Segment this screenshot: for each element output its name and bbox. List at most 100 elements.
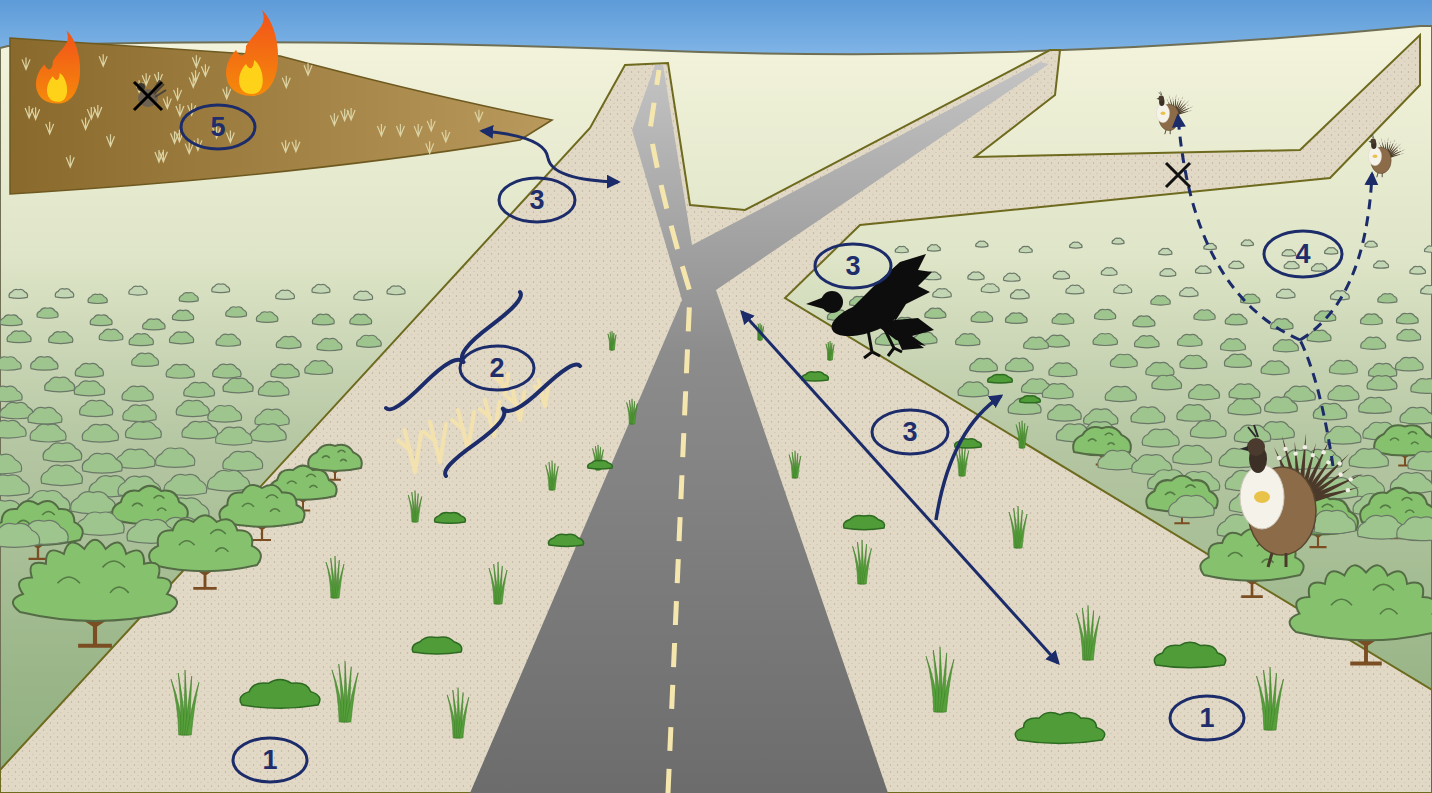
bush-canopy	[82, 424, 118, 442]
bush-canopy	[1131, 407, 1165, 424]
bush-canopy	[0, 315, 22, 326]
feather-spot	[1398, 149, 1399, 150]
sagebrush	[208, 406, 242, 423]
raven-tail	[890, 322, 924, 350]
bush-canopy	[184, 382, 215, 397]
sagebrush	[7, 331, 31, 343]
feather-spot	[1182, 102, 1183, 103]
bush-canopy	[1066, 285, 1084, 294]
sagebrush	[1396, 313, 1418, 324]
grass-tuft	[326, 556, 344, 598]
sagebrush	[99, 329, 123, 341]
bush-canopy	[31, 357, 58, 370]
bush-canopy	[1204, 243, 1217, 249]
grass-blade	[1089, 616, 1099, 660]
burned-area	[10, 38, 552, 194]
bush-canopy	[958, 382, 989, 397]
sagebrush	[1053, 271, 1069, 279]
bush-canopy	[1152, 375, 1182, 390]
sagebrush	[1410, 266, 1426, 274]
bush-canopy	[223, 451, 263, 471]
dead-grass-blade	[424, 422, 446, 462]
sagebrush	[258, 381, 289, 396]
bush-canopy	[1365, 241, 1377, 247]
bush-canopy	[1189, 385, 1220, 400]
sagebrush	[129, 286, 147, 295]
grouse-legs	[1165, 130, 1170, 134]
road-shoulder	[0, 35, 1432, 793]
feather-spot	[1337, 461, 1341, 465]
bush-canopy	[1004, 273, 1020, 281]
bush-canopy	[213, 364, 241, 378]
burned-grass	[22, 54, 483, 167]
grass-blade	[336, 564, 344, 598]
sagebrush	[212, 284, 230, 293]
callout-circle: 5	[179, 103, 257, 151]
grass-tuft	[332, 661, 358, 722]
sage-grouse	[1240, 425, 1363, 567]
sagebrush	[0, 523, 40, 547]
feather-spot	[1381, 141, 1382, 142]
sagebrush	[1006, 358, 1034, 372]
grass-tick	[174, 88, 182, 100]
sagebrush	[1229, 384, 1260, 399]
grass-tuft	[546, 461, 559, 490]
death-mark	[134, 82, 162, 110]
bush-canopy	[223, 378, 253, 393]
grouse-crest	[1248, 425, 1258, 437]
sagebrush	[312, 314, 334, 325]
grass-tick	[226, 130, 234, 142]
bush-canopy	[1349, 449, 1388, 468]
bush-canopy	[1105, 386, 1136, 401]
bush-canopy	[1228, 399, 1261, 415]
sagebrush	[37, 308, 58, 318]
sagebrush	[216, 334, 240, 346]
dashed-path	[1300, 340, 1333, 466]
sagebrush	[1307, 330, 1331, 342]
bush-canopy	[99, 329, 123, 341]
sagebrush	[1169, 495, 1215, 517]
bush-canopy	[208, 406, 242, 423]
sagebrush	[1189, 385, 1220, 400]
sagebrush	[1093, 334, 1117, 346]
grass-tick	[22, 57, 30, 69]
sagebrush	[1276, 289, 1295, 298]
bush-canopy	[1307, 330, 1331, 342]
bush-detail	[1088, 433, 1115, 445]
grass-tick	[171, 131, 179, 143]
bush-canopy	[1400, 407, 1432, 424]
bush-canopy	[0, 420, 26, 438]
grass-blade	[1019, 514, 1027, 548]
sagebrush	[1349, 449, 1388, 468]
flame	[36, 30, 80, 103]
sagebrush	[149, 515, 261, 588]
forb	[988, 374, 1013, 383]
sagebrush	[387, 286, 405, 295]
raven	[806, 254, 934, 358]
sagebrush	[132, 353, 159, 366]
feather-spot	[1178, 100, 1179, 101]
sagebrush	[1261, 361, 1289, 375]
grass-tick	[292, 140, 300, 152]
sagebrush	[1094, 309, 1115, 319]
grass-blade	[795, 456, 800, 478]
sagebrush	[928, 245, 941, 251]
grass-tuft	[408, 491, 422, 523]
sagebrush	[75, 363, 103, 377]
sagebrush	[71, 492, 116, 514]
bush-canopy	[88, 294, 107, 303]
bush-canopy	[956, 334, 980, 346]
sagebrush	[958, 382, 989, 397]
sagebrush	[1019, 246, 1032, 252]
grouse-legs	[1268, 553, 1286, 567]
sagebrush	[350, 314, 372, 325]
sagebrush	[271, 364, 299, 378]
sagebrush	[1160, 269, 1176, 277]
grouse-legs	[1377, 173, 1382, 177]
grass-blade	[1022, 426, 1027, 448]
grass-tuft	[1016, 421, 1028, 448]
grass-blade	[553, 466, 559, 490]
grass-tick	[25, 106, 33, 118]
grass-tick	[82, 117, 90, 129]
grass-blade	[632, 404, 637, 424]
